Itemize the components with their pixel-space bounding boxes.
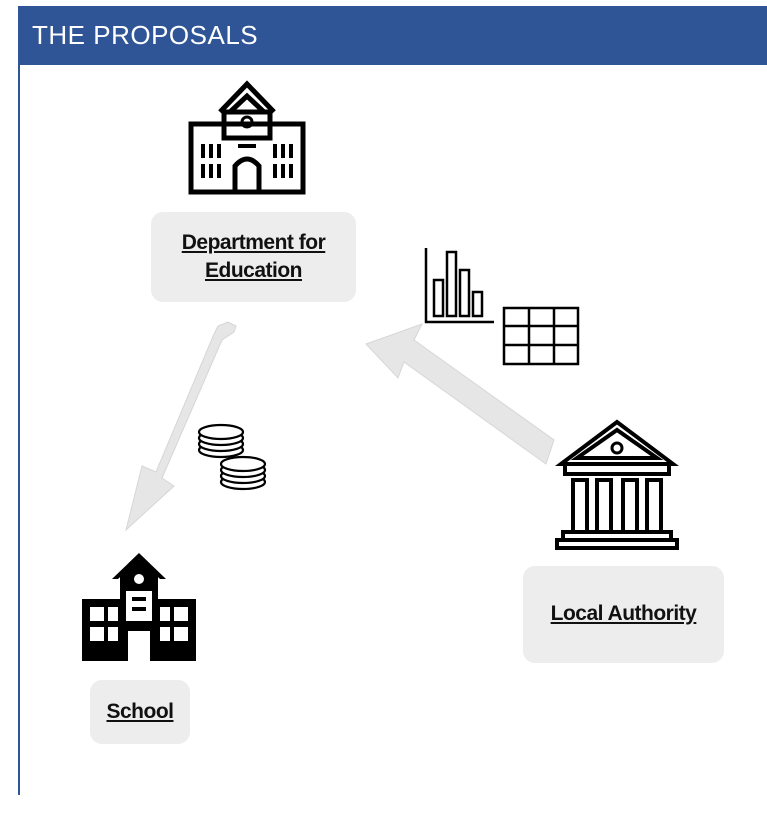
arrow-dfe-to-school	[125, 321, 237, 532]
school-building-icon	[82, 553, 196, 661]
department-building-icon	[188, 80, 306, 195]
dfe-label-line2: Education	[204, 259, 303, 282]
header-title: THE PROPOSALS	[32, 20, 259, 50]
la-label-box: Local Authority	[523, 566, 724, 663]
header-bar: THE PROPOSALS	[18, 6, 767, 65]
local-authority-building-icon	[555, 419, 679, 550]
table-grid-icon	[502, 306, 580, 366]
la-label: Local Authority	[550, 602, 697, 626]
school-label: School	[106, 699, 174, 723]
arrow-la-to-dfe	[365, 323, 555, 465]
school-label-box: School	[90, 680, 190, 744]
dfe-label-line1: Department for	[181, 230, 326, 254]
frame-border-left	[18, 65, 20, 795]
coins-icon	[197, 423, 267, 491]
dfe-label-box: Department for Education	[151, 212, 356, 302]
bar-chart-icon	[424, 248, 494, 324]
